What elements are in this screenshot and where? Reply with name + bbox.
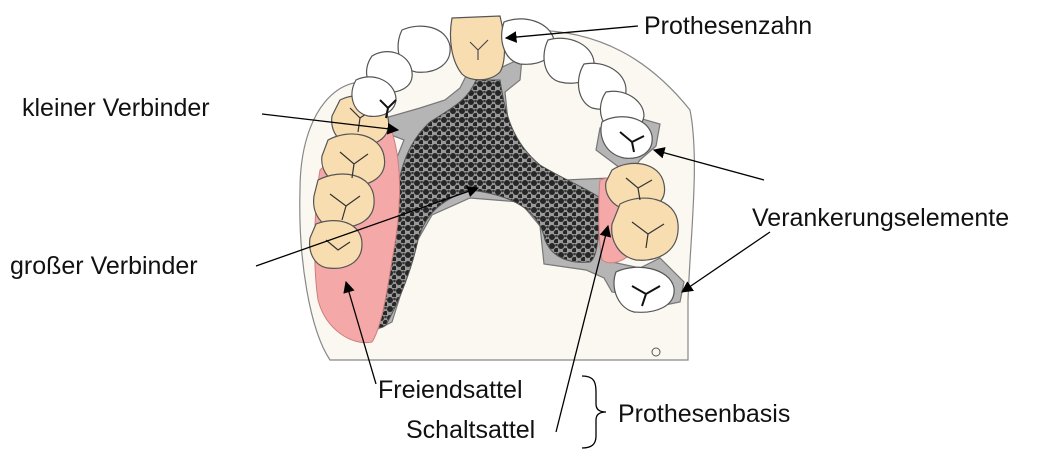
prothesenbasis-bracket	[582, 376, 606, 448]
label-prothesenbasis: Prothesenbasis	[618, 400, 790, 428]
leader-verankerungselemente-2	[682, 232, 770, 292]
label-kleiner-verbinder: kleiner Verbinder	[22, 94, 210, 122]
label-prothesenzahn: Prothesenzahn	[644, 12, 812, 40]
label-verankerungselemente: Verankerungselemente	[752, 204, 1009, 232]
denture-tooth	[314, 174, 375, 228]
label-grosser-verbinder: großer Verbinder	[10, 252, 198, 280]
label-freiendsattel: Freiendsattel	[378, 376, 523, 404]
front-denture-tooth	[450, 16, 504, 80]
denture-tooth	[612, 198, 678, 260]
label-schaltsattel: Schaltsattel	[406, 416, 535, 444]
natural-tooth	[614, 267, 674, 312]
